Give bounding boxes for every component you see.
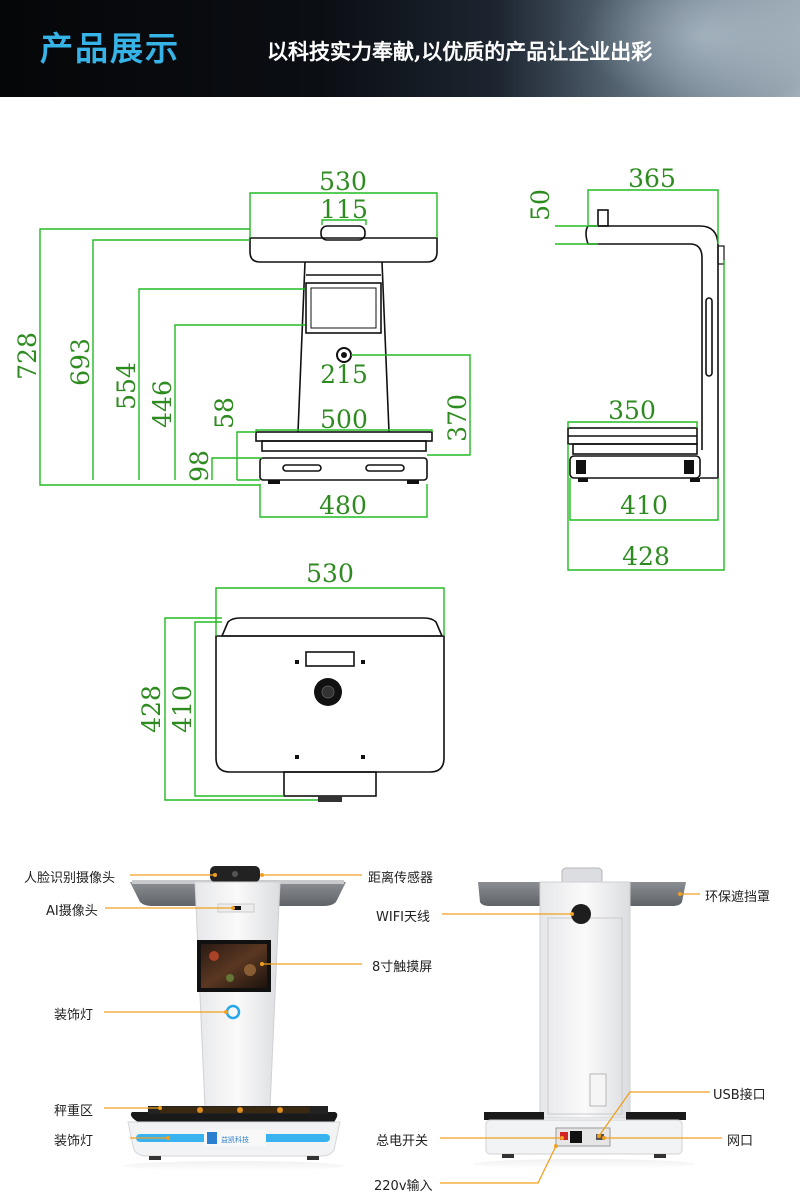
dim-base-width: 480 bbox=[319, 491, 367, 520]
front-view-drawing bbox=[39, 192, 471, 518]
front-photo bbox=[124, 866, 346, 1171]
dim-camera-width: 115 bbox=[320, 195, 368, 224]
dim-base-to-light: 370 bbox=[443, 394, 472, 442]
callout-distance-sensor: 距离传感器 bbox=[368, 871, 434, 886]
dim-depth-top: 365 bbox=[628, 164, 676, 193]
side-view-dimensions: 365 50 350 410 428 bbox=[526, 164, 676, 571]
dim-height-554: 554 bbox=[112, 362, 141, 410]
front-view-dimensions: 530 115 728 693 554 446 215 370 500 58 9… bbox=[13, 167, 472, 520]
top-view-dimensions: 530 428 410 bbox=[137, 559, 354, 733]
top-view-drawing bbox=[164, 587, 445, 802]
dim-top-depth-total: 428 bbox=[137, 685, 166, 733]
section-slogan: 以科技实力奉献,以优质的产品让企业出彩 bbox=[267, 39, 653, 64]
callout-wifi: WIFI天线 bbox=[376, 910, 430, 925]
dim-base-depth: 410 bbox=[620, 491, 668, 520]
dim-top-depth-inner: 410 bbox=[168, 685, 197, 733]
base-logo-text: 益凯科技 bbox=[221, 1135, 249, 1144]
callout-deco-light-2: 装饰灯 bbox=[54, 1134, 94, 1149]
dim-scale-width: 500 bbox=[320, 405, 368, 434]
callout-scale-area: 秤重区 bbox=[54, 1104, 94, 1119]
section-title: 产品展示 bbox=[40, 29, 180, 68]
callout-touchscreen: 8寸触摸屏 bbox=[372, 960, 433, 975]
dim-height-728: 728 bbox=[13, 332, 42, 380]
dim-h-98: 98 bbox=[185, 450, 214, 482]
dim-light-width: 215 bbox=[320, 360, 368, 389]
callout-usb: USB接口 bbox=[713, 1088, 766, 1103]
callout-face-camera: 人脸识别摄像头 bbox=[24, 871, 116, 886]
callout-network: 网口 bbox=[727, 1134, 754, 1149]
callout-power-switch: 总电开关 bbox=[376, 1134, 429, 1149]
callout-ai-camera: AI摄像头 bbox=[46, 904, 98, 919]
callout-deco-light-1: 装饰灯 bbox=[54, 1008, 94, 1023]
side-view-drawing bbox=[555, 189, 725, 571]
dim-scale-depth: 350 bbox=[608, 396, 656, 425]
dim-height-446: 446 bbox=[148, 380, 177, 428]
header-banner: 产品展示 以科技实力奉献,以优质的产品让企业出彩 bbox=[0, 0, 800, 97]
dim-h-50: 50 bbox=[526, 189, 555, 221]
callout-power-input: 220v输入 bbox=[374, 1179, 433, 1194]
header-glow bbox=[560, 0, 800, 97]
dim-height-693: 693 bbox=[66, 338, 95, 386]
callout-shield: 环保遮挡罩 bbox=[705, 890, 771, 905]
back-photo bbox=[474, 867, 694, 1169]
callout-lines bbox=[104, 873, 722, 1184]
dim-front-width: 530 bbox=[319, 167, 367, 196]
dim-top-width: 530 bbox=[306, 559, 354, 588]
dim-h-58: 58 bbox=[210, 397, 239, 429]
dim-total-depth: 428 bbox=[622, 542, 670, 571]
